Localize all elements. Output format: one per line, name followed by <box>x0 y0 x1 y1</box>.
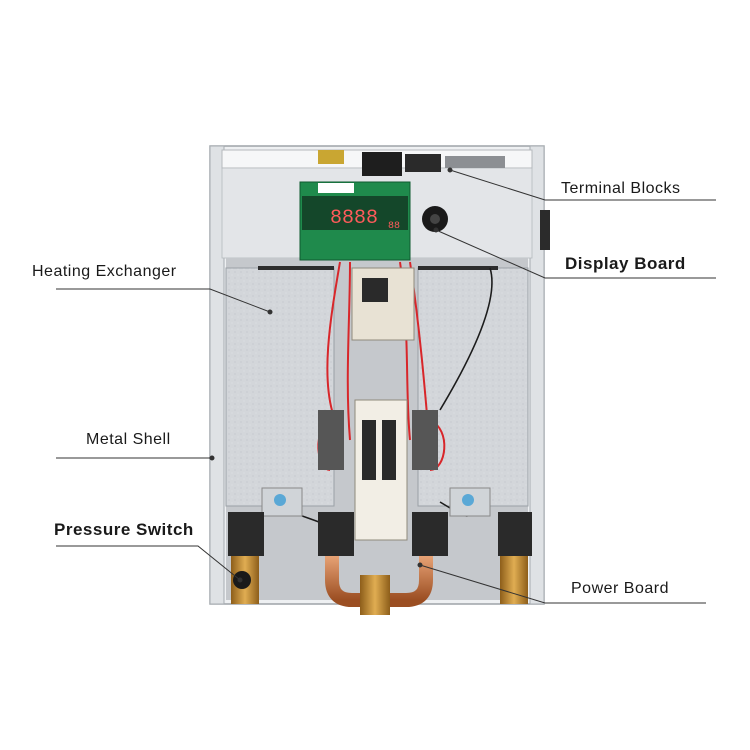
label-display-board: Display Board <box>565 254 686 273</box>
leader-lines <box>56 167 716 604</box>
label-terminal-blocks: Terminal Blocks <box>561 180 681 197</box>
terminal-blocks <box>318 150 505 176</box>
display-small-readout: 88 <box>388 221 400 232</box>
label-metal-shell: Metal Shell <box>86 431 171 448</box>
label-heating-exchanger: Heating Exchanger <box>32 263 177 280</box>
label-pressure-switch: Pressure Switch <box>54 520 194 539</box>
thermostat-sensors <box>261 487 491 517</box>
label-power-board: Power Board <box>571 580 669 597</box>
power-board <box>318 267 438 541</box>
display-main-readout: 8888 <box>330 207 378 230</box>
heating-exchanger <box>225 266 529 507</box>
water-fittings <box>228 512 532 615</box>
display-board <box>299 181 448 261</box>
